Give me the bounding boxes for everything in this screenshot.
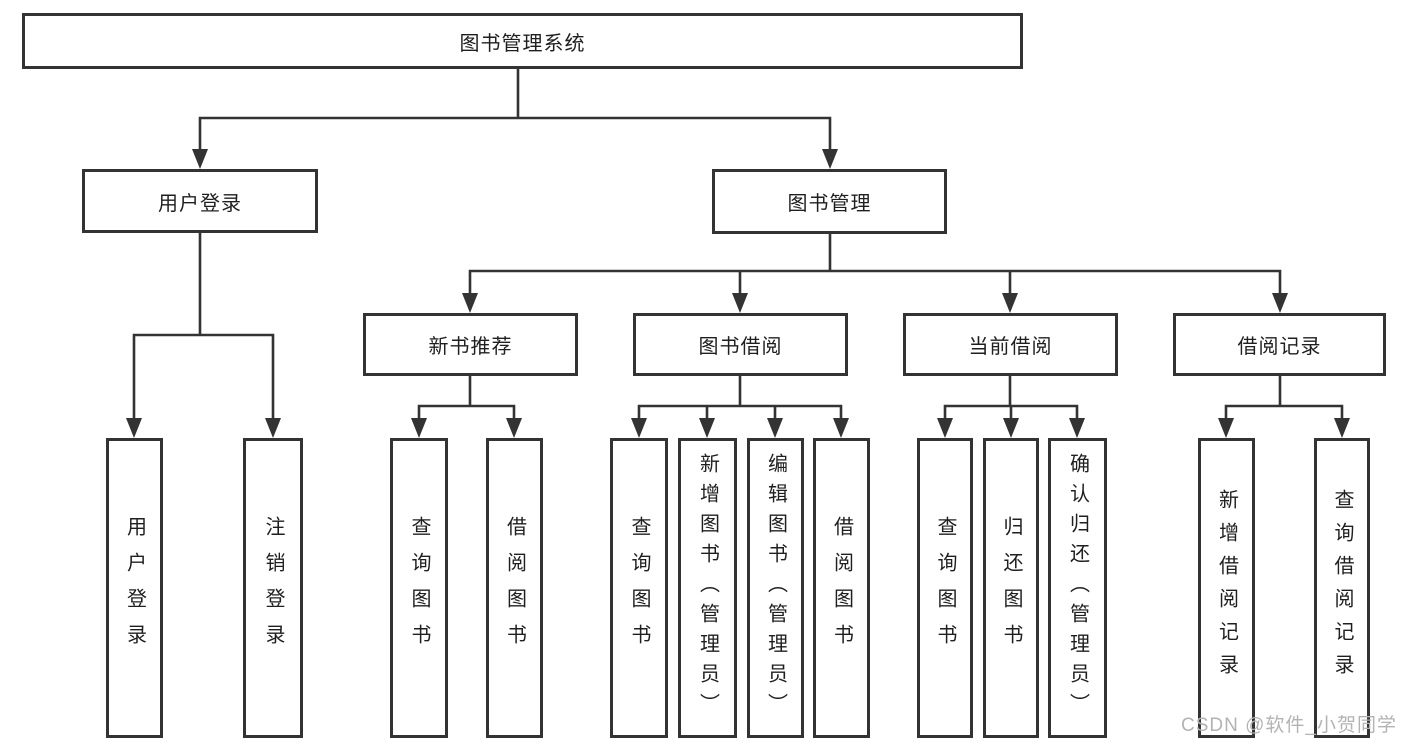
connector-book-management (468, 234, 1282, 293)
leaf-query-books-3: 查询图书 (917, 438, 973, 738)
leaf-user-login: 用户登录 (106, 438, 163, 738)
node-label: 借阅图书 (830, 516, 853, 660)
node-label: 确认归还（管理员） (1066, 453, 1089, 723)
connector-root (198, 69, 832, 149)
leaf-borrow-books-1: 借阅图书 (486, 438, 543, 738)
node-new-book-recommend: 新书推荐 (363, 313, 578, 376)
leaf-query-books-1: 查询图书 (390, 438, 448, 738)
connector-borrow-records (1224, 376, 1344, 418)
leaf-return-books: 归还图书 (983, 438, 1039, 738)
node-label: 查询图书 (408, 516, 430, 660)
leaf-add-borrow-record: 新增借阅记录 (1198, 438, 1255, 738)
arrowheads (126, 149, 1350, 438)
leaf-confirm-return-admin: 确认归还（管理员） (1048, 438, 1107, 738)
node-label: 用户登录 (123, 516, 146, 660)
node-user-login: 用户登录 (82, 169, 318, 233)
watermark: CSDN @软件_小贺同学 (1181, 715, 1397, 736)
connector-book-borrow (637, 376, 843, 418)
node-label: 借阅图书 (503, 516, 526, 660)
node-label: 借阅记录 (1237, 336, 1322, 358)
connector-user-login (132, 233, 275, 418)
node-root: 图书管理系统 (22, 13, 1023, 69)
node-book-management: 图书管理 (712, 169, 947, 234)
leaf-logout: 注销登录 (243, 438, 303, 738)
node-label: 查询借阅记录 (1331, 489, 1353, 687)
node-label: 用户登录 (158, 192, 242, 215)
node-label: 图书管理系统 (459, 32, 586, 55)
node-label: 图书借阅 (698, 336, 783, 358)
node-label: 新增借阅记录 (1215, 489, 1238, 687)
node-label: 当前借阅 (968, 336, 1053, 358)
node-label: 图书管理 (787, 193, 872, 215)
connector-new-book (417, 376, 516, 418)
leaf-query-borrow-record: 查询借阅记录 (1314, 438, 1370, 738)
node-label: 新书推荐 (428, 336, 513, 358)
node-current-borrow: 当前借阅 (903, 313, 1118, 376)
node-borrow-records: 借阅记录 (1173, 313, 1386, 376)
leaf-query-books-2: 查询图书 (610, 438, 668, 738)
node-label: 查询图书 (628, 516, 650, 660)
node-label: 新增图书（管理员） (696, 453, 719, 723)
connector-current-borrow (943, 376, 1079, 418)
node-label: 注销登录 (262, 516, 284, 660)
node-label: 编辑图书（管理员） (764, 453, 787, 723)
leaf-borrow-books-2: 借阅图书 (813, 438, 870, 738)
node-label: 归还图书 (1000, 516, 1022, 660)
node-label: 查询图书 (934, 516, 956, 660)
node-book-borrow: 图书借阅 (633, 313, 848, 376)
leaf-edit-book-admin: 编辑图书（管理员） (747, 438, 804, 738)
leaf-add-book-admin: 新增图书（管理员） (678, 438, 737, 738)
